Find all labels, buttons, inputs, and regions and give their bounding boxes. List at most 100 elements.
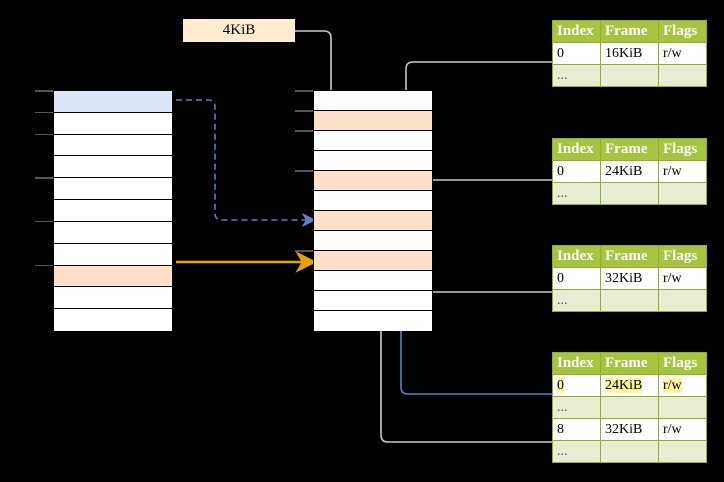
page-table-cell: 16KiB — [600, 42, 659, 65]
cell-index-value: ... — [557, 67, 568, 83]
page-table-cell: 0 — [552, 42, 601, 65]
page-table-row[interactable]: 8 32KiB r/w — [552, 418, 707, 441]
cell-frame-value: 24KiB — [605, 377, 643, 393]
column-header-flags: Flags — [658, 20, 707, 43]
column-header-frame: Frame — [600, 245, 659, 268]
page-table-cell: r/w — [658, 42, 707, 65]
cell-frame-value: 24KiB — [605, 163, 643, 179]
row-tick-mark — [35, 111, 53, 114]
cell-index-value: ... — [557, 292, 568, 308]
page-table-cell: 0 — [552, 160, 601, 183]
physical-memory-row — [314, 151, 432, 171]
page-table-cell — [658, 396, 707, 419]
cell-frame-value: 16KiB — [605, 45, 643, 61]
wire-pt3-to-frame — [413, 179, 552, 214]
physical-memory-row — [314, 91, 432, 111]
size-label-4kib: 4KiB — [183, 19, 295, 42]
page-table-row[interactable]: ... — [552, 182, 707, 205]
page-table-cell: ... — [552, 440, 601, 463]
page-table-cell — [658, 64, 707, 87]
page-table-cell: 24KiB — [600, 374, 659, 397]
virtual-address-space-row — [54, 134, 172, 157]
physical-memory-row — [314, 131, 432, 151]
virtual-address-space-row — [54, 112, 172, 135]
page-table-row[interactable]: ... — [552, 440, 707, 463]
cell-flags-value: r/w — [663, 377, 682, 393]
column-header-index: Index — [552, 352, 601, 375]
virtual-address-space-row — [54, 156, 172, 179]
cell-index-value: ... — [557, 443, 568, 459]
page-table-row[interactable]: ... — [552, 64, 707, 87]
virtual-address-space-row — [54, 178, 172, 201]
page-table-cell: ... — [552, 289, 601, 312]
physical-memory-row — [314, 231, 432, 251]
page-table-cell: ... — [552, 64, 601, 87]
virtual-address-space-row — [54, 309, 172, 331]
cell-index-value: 8 — [557, 421, 564, 437]
page-table-cell: 8 — [552, 418, 601, 441]
column-header-frame: Frame — [600, 20, 659, 43]
virtual-address-space-row — [54, 221, 172, 244]
page-table-row[interactable]: ... — [552, 396, 707, 419]
page-table-cell — [600, 64, 659, 87]
cell-index-value: 0 — [557, 377, 564, 393]
page-table-cell: 24KiB — [600, 160, 659, 183]
column-header-flags: Flags — [658, 352, 707, 375]
column-header-frame: Frame — [600, 352, 659, 375]
virtual-address-space-row — [54, 200, 172, 222]
cell-index-value: ... — [557, 399, 568, 415]
virtual-address-space-table — [53, 90, 173, 331]
virtual-address-space-row — [54, 91, 172, 113]
row-tick-mark — [295, 110, 313, 112]
cell-flags-value: r/w — [663, 45, 682, 61]
physical-memory-row — [314, 191, 432, 211]
column-header-frame: Frame — [600, 138, 659, 161]
cell-flags-value: r/w — [663, 421, 682, 437]
physical-memory-row — [314, 271, 432, 291]
page-table-row[interactable]: 0 16KiB r/w — [552, 42, 707, 65]
page-table-row[interactable]: ... — [552, 289, 707, 312]
page-table-cell: 0 — [552, 267, 601, 290]
virtual-address-space-row — [54, 265, 172, 288]
cell-flags-value: r/w — [663, 270, 682, 286]
cell-frame-value: 32KiB — [605, 421, 643, 437]
page-table-cell — [600, 396, 659, 419]
page-table-cell: r/w — [658, 418, 707, 441]
row-tick-mark — [295, 130, 313, 132]
physical-memory-table — [313, 90, 433, 331]
page-table-cell: ... — [552, 396, 601, 419]
page-table-cell — [658, 182, 707, 205]
row-tick-mark — [295, 90, 313, 92]
column-header-index: Index — [552, 20, 601, 43]
page-table-cell — [600, 182, 659, 205]
cell-index-value: 0 — [557, 163, 564, 179]
column-header-flags: Flags — [658, 245, 707, 268]
row-tick-mark — [35, 90, 53, 92]
row-tick-mark — [35, 177, 53, 179]
virtual-address-space-row — [54, 243, 172, 266]
physical-memory-row — [314, 211, 432, 231]
page-table-cell — [658, 289, 707, 312]
row-tick-mark — [35, 220, 53, 223]
column-header-index: Index — [552, 138, 601, 161]
row-tick-mark — [295, 250, 313, 252]
cell-frame-value: 32KiB — [605, 270, 643, 286]
size-label-text: 4KiB — [222, 22, 256, 38]
wire-vaddr-page0-to-frame — [176, 99, 316, 228]
page-table-row[interactable]: 0 24KiB r/w — [552, 374, 707, 397]
column-header-index: Index — [552, 245, 601, 268]
row-tick-mark — [295, 170, 313, 172]
page-table-cell: 32KiB — [600, 418, 659, 441]
cell-index-value: 0 — [557, 45, 564, 61]
physical-memory-row — [314, 171, 432, 191]
